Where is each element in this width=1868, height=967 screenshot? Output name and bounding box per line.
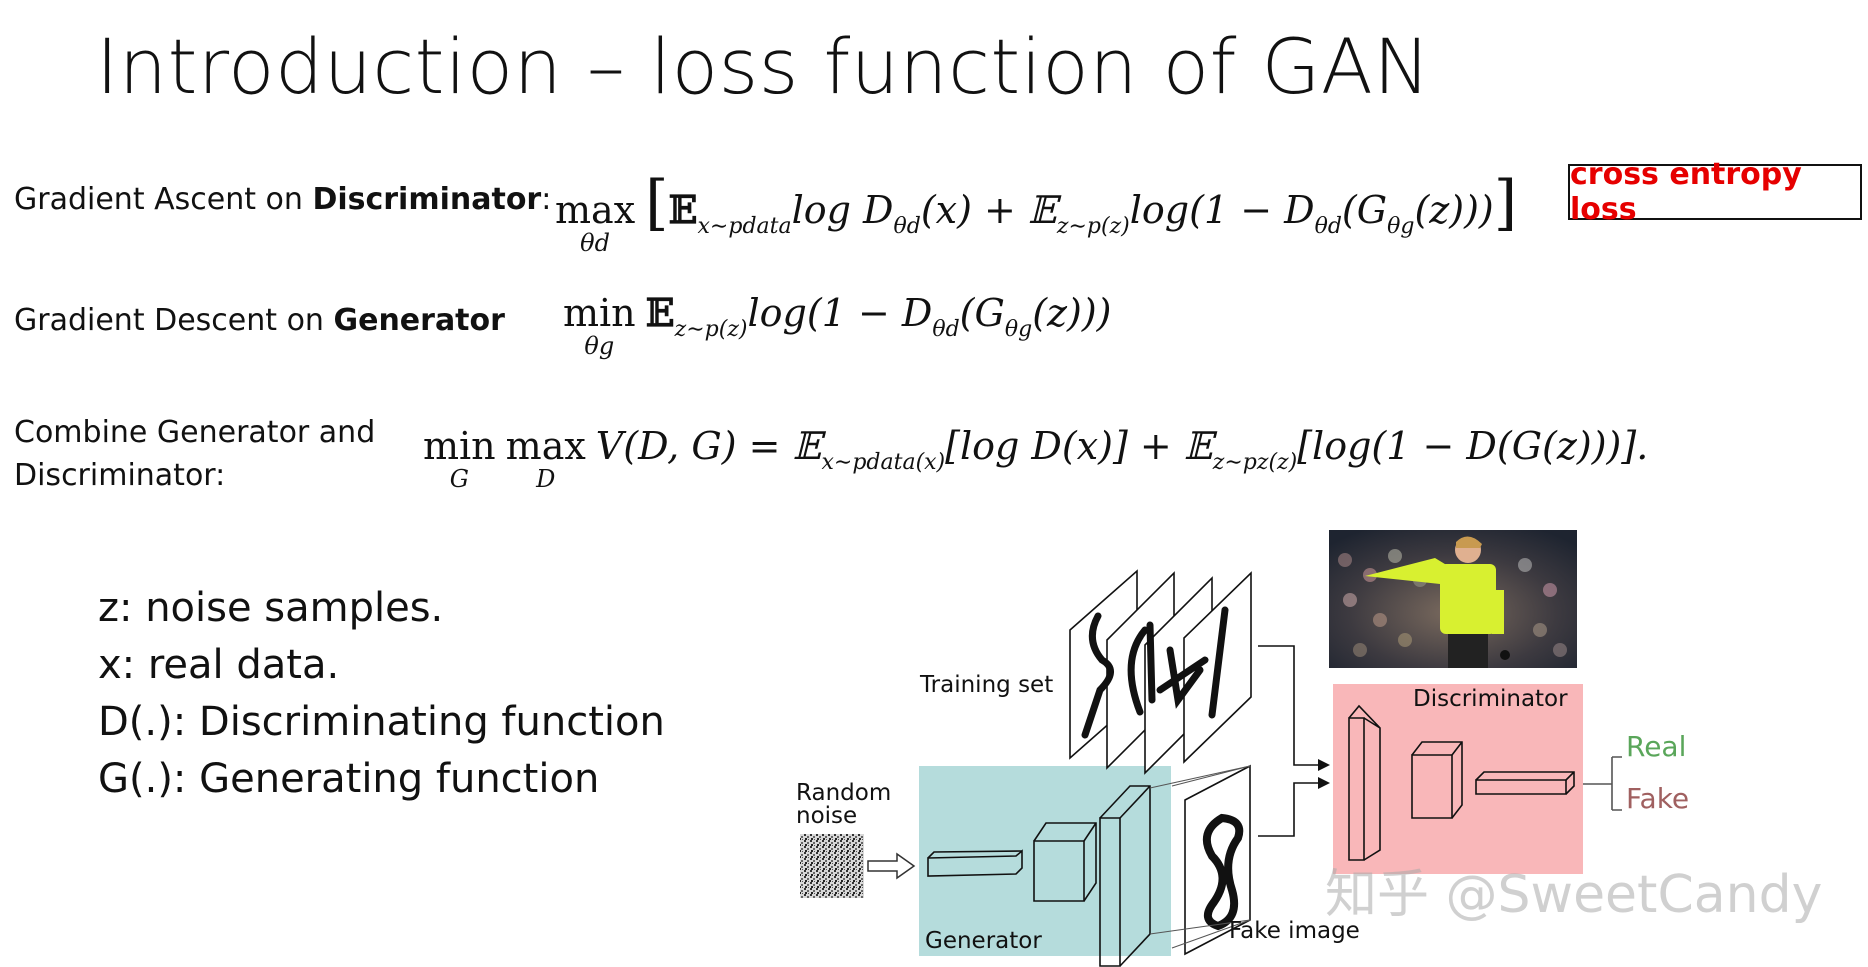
training-set-pages (1069, 569, 1252, 775)
generator-blocks (927, 765, 1251, 967)
combine-part1: V(D, G) = 𝔼 (595, 424, 822, 468)
combine-max-under: D (536, 465, 556, 493)
ascent-label-suffix: : (541, 182, 552, 217)
ascent-bracket-close: ] (1493, 168, 1518, 238)
training-set-label: Training set (920, 672, 1054, 698)
ascent-sub5: θg (1387, 214, 1415, 239)
ascent-part3: (x) + 𝔼 (920, 188, 1057, 232)
descent-min-operator: min θg (563, 294, 636, 358)
real-output-label: Real (1626, 730, 1687, 763)
generator-panel (919, 766, 1171, 956)
descent-part2: log(1 − D (747, 291, 933, 335)
combine-max-operator: max D (506, 427, 586, 491)
ascent-label-bold: Discriminator (312, 182, 542, 217)
descent-min-under: θg (584, 332, 615, 360)
ascent-label: Gradient Ascent on Discriminator: (14, 178, 551, 221)
ascent-formula: max θd [ 𝔼 x∼pdata log D θd (x) + 𝔼 z∼p(… (555, 168, 1517, 255)
watermark: 知乎 @SweetCandy (1325, 865, 1823, 925)
combine-label-line1: Combine Generator and (14, 415, 376, 450)
definition-item: G(.): Generating function (98, 756, 600, 802)
descent-label: Gradient Descent on Generator (14, 299, 505, 342)
combine-sub1: x∼pdata(x) (821, 450, 946, 475)
fake-image-label: Fake image (1229, 918, 1360, 944)
descent-sub1: z∼p(z) (674, 317, 748, 342)
combine-max-text: max (505, 424, 586, 468)
combine-min-text: min (423, 424, 496, 468)
descent-min-text: min (563, 291, 636, 335)
combine-label-line2: Discriminator: (14, 458, 226, 493)
arrow-head-upper-icon (1318, 759, 1330, 771)
random-noise-patch (800, 834, 864, 898)
combine-sub2: z∼pz(z) (1212, 450, 1298, 475)
ascent-max-under: θd (580, 229, 610, 257)
combine-min-operator: min G (423, 427, 496, 491)
referee-photo (1329, 530, 1577, 668)
fake-image-page (1171, 764, 1251, 956)
connector-lines (1258, 645, 1322, 837)
descent-part4: (z))) (1032, 291, 1112, 335)
discriminator-label: Discriminator (1413, 686, 1568, 712)
combine-formula: min G max D V(D, G) = 𝔼 x∼pdata(x) [log … (423, 424, 1648, 491)
descent-label-prefix: Gradient Descent on (14, 303, 334, 338)
descent-part3: (G (959, 291, 1005, 335)
fake-output-label: Fake (1626, 782, 1690, 815)
arrow-head-lower-icon (1318, 777, 1330, 789)
descent-sub2: θd (932, 317, 960, 342)
descent-sub3: θg (1004, 317, 1033, 342)
ascent-part5: (G (1341, 188, 1388, 232)
combine-min-under: G (449, 465, 469, 493)
discriminator-blocks (1348, 704, 1575, 861)
slide-title: Introduction – loss function of GAN (96, 22, 1431, 111)
random-noise-line1: Random (796, 780, 892, 806)
descent-label-bold: Generator (333, 303, 505, 338)
ascent-part2: log D (791, 188, 894, 232)
ascent-sub2: θd (893, 214, 921, 239)
ascent-sub1: x∼pdata (697, 214, 792, 239)
ascent-max-text: max (555, 188, 636, 232)
definition-item: x: real data. (98, 642, 340, 688)
ascent-max-operator: max θd (555, 191, 635, 255)
definition-item: z: noise samples. (98, 585, 444, 631)
descent-formula: min θg 𝔼 z∼p(z) log(1 − D θd (G θg (z))) (563, 290, 1112, 358)
random-noise-line2: noise (796, 803, 858, 829)
output-branch (1583, 756, 1622, 811)
descent-part1: 𝔼 (645, 290, 675, 335)
ascent-sub3: z∼p(z) (1056, 214, 1130, 239)
ascent-label-prefix: Gradient Ascent on (14, 182, 313, 217)
ascent-bracket-open: [ (645, 168, 669, 238)
definition-item: D(.): Discriminating function (98, 699, 665, 745)
combine-part2: [log D(x)] + 𝔼 (945, 424, 1213, 468)
random-noise-label: Random noise (796, 782, 891, 828)
combine-part3: [log(1 − D(G(z)))]. (1297, 424, 1649, 468)
ascent-sub4: θd (1314, 214, 1342, 239)
ascent-part6: (z))) (1414, 188, 1494, 232)
combine-label: Combine Generator and Discriminator: (14, 411, 375, 497)
training-digits (1081, 606, 1229, 739)
discriminator-panel (1333, 684, 1583, 874)
ascent-part4: log(1 − D (1129, 188, 1315, 232)
noise-arrow-icon (867, 852, 916, 880)
generator-label: Generator (925, 928, 1042, 954)
definitions-list: z: noise samples. x: real data. D(.): Di… (98, 580, 665, 808)
ascent-part1: 𝔼 (668, 187, 698, 232)
